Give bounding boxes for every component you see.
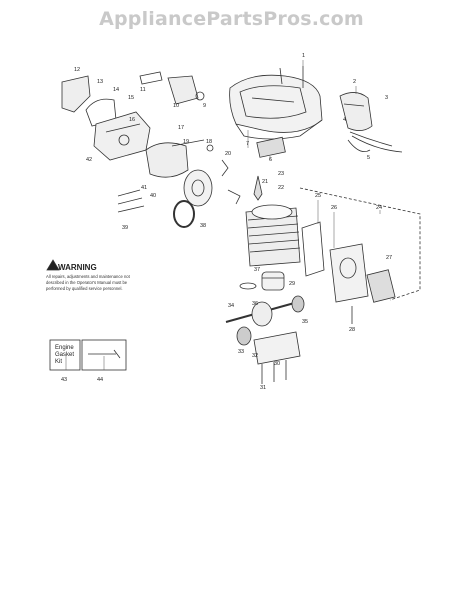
kit-label-line3: Kit	[55, 359, 63, 365]
callout-44: 44	[97, 377, 104, 383]
muffler-part	[329, 243, 369, 303]
filter-pad-part	[256, 136, 286, 158]
callout-37: 37	[254, 267, 261, 273]
callout-32: 32	[252, 353, 259, 359]
callout-28: 28	[349, 327, 356, 333]
callout-24: 24	[376, 205, 383, 211]
flywheel-part	[183, 169, 213, 207]
carburetor-part	[167, 75, 199, 105]
callout-27: 27	[386, 255, 393, 261]
crankshaft-part	[225, 301, 299, 327]
warning-icon	[46, 259, 60, 271]
callout-12: 12	[74, 67, 81, 73]
kit-label-line2: Gasket	[55, 352, 75, 358]
assembly-bound-line	[299, 187, 421, 301]
callout-20: 20	[225, 151, 232, 157]
callout-39: 39	[122, 225, 129, 231]
ignition-module-part	[339, 92, 373, 131]
hand-guard-part	[61, 75, 91, 113]
throttle-link-part	[139, 71, 163, 85]
ignition-wire-part	[349, 131, 393, 147]
mounting-bolts-part	[117, 189, 145, 213]
muffler-gasket-part	[301, 221, 325, 277]
callout-36: 36	[252, 301, 259, 307]
callout-2: 2	[353, 79, 357, 85]
guard-bracket-part	[85, 98, 117, 127]
callout-25: 25	[315, 193, 322, 199]
callout-29: 29	[289, 281, 296, 287]
leader-lines	[65, 60, 381, 370]
callout-31: 31	[260, 385, 267, 391]
plug-boot-part	[227, 189, 241, 205]
callout-18: 18	[206, 139, 213, 145]
piston-part	[261, 271, 285, 291]
callout-35: 35	[302, 319, 309, 325]
piston-ring-part	[239, 282, 257, 290]
spark-plug-part	[253, 175, 263, 201]
warning-body: All repairs, adjustments and maintenance…	[46, 274, 130, 291]
callout-14: 14	[113, 87, 120, 93]
callout-3: 3	[385, 95, 389, 101]
callout-43: 43	[61, 377, 68, 383]
callout-11: 11	[140, 87, 146, 93]
callout-19: 19	[183, 139, 190, 145]
callout-21: 21	[262, 179, 269, 185]
crankcase-bolts-part	[261, 360, 287, 384]
callout-16: 16	[129, 117, 136, 123]
callout-4: 4	[343, 117, 347, 123]
callout-38: 38	[200, 223, 207, 229]
callout-23: 23	[278, 171, 285, 177]
callout-41: 41	[141, 185, 148, 191]
warning-title: WARNING	[58, 263, 97, 272]
callout-7: 7	[246, 141, 250, 147]
control-rod-part	[171, 139, 205, 147]
callout-17: 17	[178, 125, 185, 131]
crankcase-bottom-part	[253, 331, 301, 365]
callout-9: 9	[203, 103, 207, 109]
engine-cover-part	[229, 74, 323, 140]
callout-15: 15	[128, 95, 135, 101]
fuel-pump-part	[145, 142, 189, 178]
seal-ring-part	[173, 200, 195, 228]
callout-42: 42	[86, 157, 93, 163]
watermark-text: AppliancePartsPros.com	[99, 8, 364, 30]
spark-screen-part	[366, 269, 396, 303]
callout-1: 1	[302, 53, 306, 59]
gasket-kit-label: Engine Gasket Kit	[55, 345, 81, 366]
clip-part	[221, 159, 229, 177]
callout-33: 33	[238, 349, 245, 355]
callout-10: 10	[173, 103, 180, 109]
callout-30: 30	[274, 361, 281, 367]
callout-13: 13	[97, 79, 104, 85]
gasket-kit-box	[49, 339, 81, 371]
callout-40: 40	[150, 193, 157, 199]
callout-22: 22	[278, 185, 285, 191]
cylinder-part	[245, 204, 301, 267]
kit-label-line1: Engine	[55, 345, 74, 351]
callout-5: 5	[367, 155, 371, 161]
crankcase-housing-part	[93, 111, 151, 161]
bearing-part	[236, 326, 252, 346]
callout-26: 26	[331, 205, 338, 211]
callout-34: 34	[228, 303, 235, 309]
callout-6: 6	[269, 157, 273, 163]
wrench-tool-part	[88, 349, 121, 359]
